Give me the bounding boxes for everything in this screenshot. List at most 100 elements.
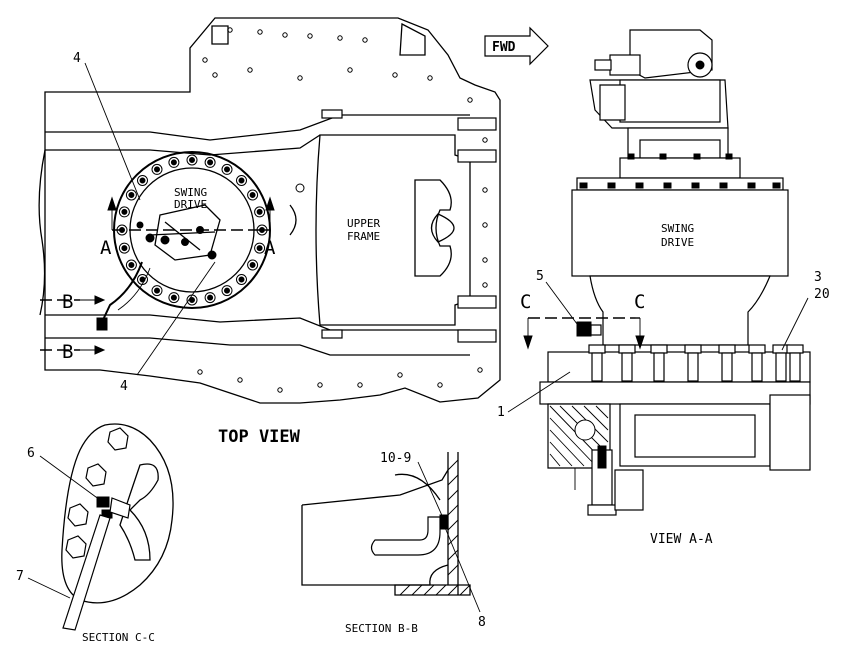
bolt-ring-bolt-head [207, 294, 214, 301]
mounting-bolt-row [588, 344, 804, 382]
mounting-bolt-shank [653, 352, 665, 382]
mounting-bolt-head [650, 344, 668, 354]
fwd-label: FWD [492, 40, 516, 55]
upper-frame-panel [315, 134, 471, 326]
bolt-ring-bolt-head [238, 177, 245, 184]
swing-drive-label-line1: SWING [174, 186, 207, 199]
section-bb-frame [301, 469, 449, 506]
swing-drive-side-label-line1: SWING [661, 222, 694, 235]
leader-6 [39, 455, 101, 501]
upper-frame-outline [44, 17, 501, 404]
grease-fitting [96, 317, 108, 331]
leader-8 [443, 524, 481, 613]
swivel-arc [289, 204, 297, 236]
callout-5: 5 [536, 269, 544, 284]
section-cc-inner-web [119, 463, 159, 561]
upper-frame-label-line2: FRAME [347, 230, 380, 243]
section-mark-b-lower: B [62, 341, 73, 363]
mounting-bolt-head [786, 344, 804, 354]
section-bb-title: SECTION B-B [345, 622, 418, 635]
callout-8: 8 [478, 615, 486, 630]
mounting-bolt-shank [751, 352, 763, 382]
bolt-ring-bolt-head [189, 297, 195, 303]
section-cc-fitting-body [109, 497, 131, 519]
bolt-ring-bolt-head [224, 287, 230, 294]
swing-drive-side-label-line2: DRIVE [661, 236, 694, 249]
bolt-ring-bolt-head [170, 159, 177, 166]
leader-5 [545, 281, 581, 329]
callout-1: 1 [497, 405, 505, 420]
boom-foot-slot [430, 213, 455, 243]
leader-4-bottom [136, 261, 216, 376]
grease-hose [101, 261, 143, 323]
section-mark-b-upper: B [62, 291, 73, 313]
bolt-ring-bolt-head [128, 192, 135, 198]
mounting-bolt-shank [621, 352, 633, 382]
top-view [38, 17, 501, 404]
section-mark-c-left: C [520, 291, 531, 313]
mounting-bolt-head [618, 344, 636, 354]
callout-4-top: 4 [73, 51, 81, 66]
section-bb-floor [394, 584, 471, 596]
frame-rail-bottom [45, 314, 470, 331]
top-view-title: TOP VIEW [218, 427, 301, 447]
bolt-ring-bolt-head [238, 276, 245, 283]
bolt-ring-bolt-head [170, 294, 177, 301]
leader-10-9 [417, 461, 445, 521]
bolt-ring-bolt-head [154, 287, 160, 294]
callout-7: 7 [16, 569, 24, 584]
gearbox-top-flange [619, 157, 741, 179]
frame-rail-bottom-2 [45, 337, 470, 356]
swing-drive-label-line2: DRIVE [174, 198, 207, 211]
forward-arrow: FWD [484, 26, 549, 66]
boom-foot-bracket [414, 179, 452, 277]
bolt-ring-bolt-head [189, 157, 195, 163]
section-cc-title: SECTION C-C [82, 631, 155, 644]
frame-cutout-right [399, 22, 426, 56]
callout-4-bottom: 4 [120, 379, 128, 394]
mounting-bolt-shank [789, 352, 801, 382]
section-line-b [40, 295, 106, 355]
mounting-bolt-head [748, 344, 766, 354]
section-bb-fitting [439, 514, 449, 530]
view-a-a-title: VIEW A-A [650, 532, 713, 547]
mounting-bolt-head [684, 344, 702, 354]
mounting-bolt-head [718, 344, 736, 354]
bolt-ring-bolt-head [139, 177, 146, 184]
frame-bolt-holes [197, 27, 488, 393]
callout-10-9: 10-9 [380, 451, 411, 466]
leader-1 [507, 371, 571, 413]
callout-6: 6 [27, 446, 35, 461]
section-mark-a-right: A [264, 237, 276, 259]
section-line-c [523, 317, 645, 350]
mounting-bolt-shank [591, 352, 603, 382]
bolt-ring-bolt-head [224, 166, 230, 173]
mounting-bolt-shank [721, 352, 733, 382]
gearbox-top-bolts [627, 153, 733, 160]
fitting-5 [576, 321, 592, 337]
section-cc-tube [62, 514, 111, 631]
section-b-b [301, 452, 481, 613]
bolt-ring-bolt-head [128, 262, 135, 268]
mounting-bolt-shank [775, 352, 787, 382]
frame-rail-top [45, 114, 470, 141]
leader-3-20 [781, 297, 809, 351]
section-bb-elbow [370, 516, 441, 556]
bolt-ring-bolt-head [121, 245, 128, 252]
section-mark-a-left: A [100, 237, 112, 259]
bolt-ring-bolt-head [121, 208, 128, 215]
bolt-ring-bolt-head [249, 262, 256, 268]
section-cc-outline [61, 423, 174, 604]
frame-cutout-left [211, 25, 229, 45]
frame-lugs [321, 109, 497, 343]
bolt-ring-bolt-head [259, 227, 265, 233]
swing-drive-neck [589, 275, 771, 346]
grease-hose-2 [117, 267, 151, 311]
section-cc-fitting [96, 496, 110, 508]
callout-3: 3 [814, 270, 822, 285]
bolt-ring-bolt-head [154, 166, 160, 173]
bolt-ring-bolt-head [207, 159, 214, 166]
callout-20: 20 [814, 287, 830, 302]
mounting-bolt-head [588, 344, 606, 354]
mounting-plate [547, 351, 811, 383]
